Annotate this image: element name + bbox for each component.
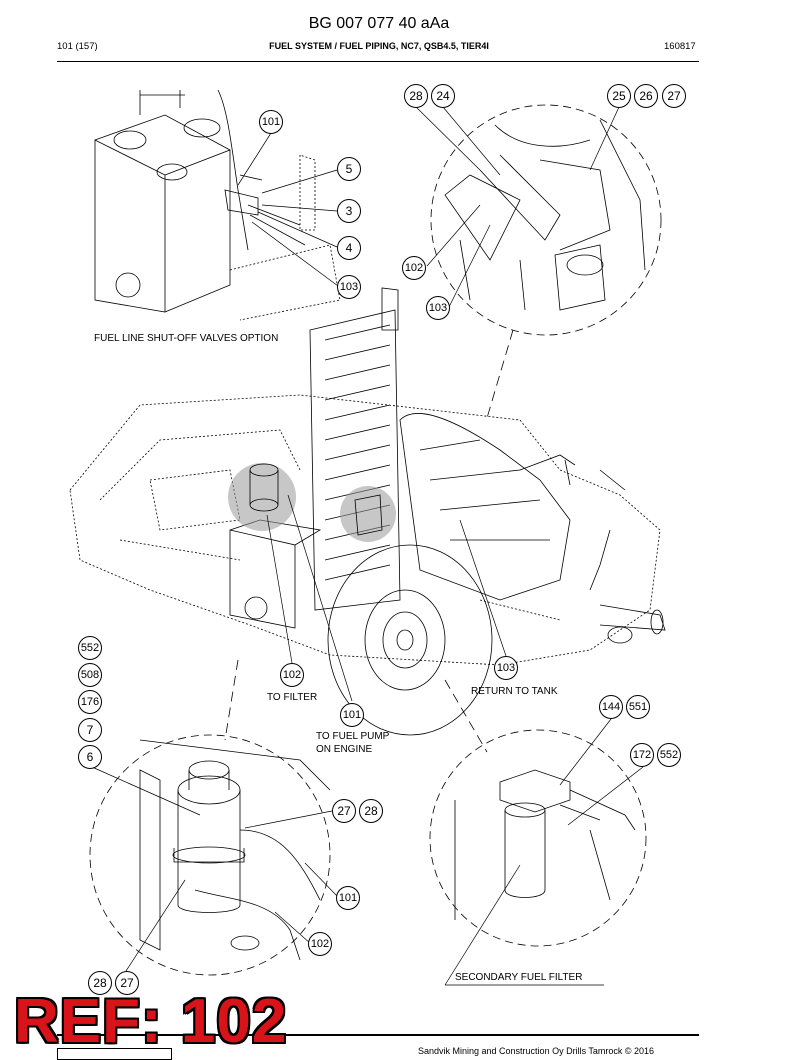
tank-shutoff-detail	[94, 89, 341, 321]
callout-4: 4	[337, 236, 361, 260]
callout-101: 101	[340, 703, 364, 727]
header-rule	[57, 61, 699, 62]
callout-28: 28	[404, 84, 428, 108]
page-title: FUEL SYSTEM / FUEL PIPING, NC7, QSB4.5, …	[269, 41, 489, 51]
callout-28: 28	[359, 799, 383, 823]
callout-103: 103	[494, 656, 518, 680]
shutoff-option-label: FUEL LINE SHUT-OFF VALVES OPTION	[94, 333, 279, 344]
callout-103: 103	[426, 296, 450, 320]
engine-detail-circle	[430, 104, 662, 419]
secondary-filter-detail	[429, 679, 647, 947]
callout-27: 27	[332, 799, 356, 823]
reference-overlay: REF: 102	[14, 987, 288, 1056]
leader-lines	[91, 106, 644, 986]
return-to-tank-label: RETURN TO TANK	[471, 686, 558, 697]
footer-rule	[57, 1034, 699, 1036]
callout-552: 552	[657, 743, 681, 767]
callout-26: 26	[634, 84, 658, 108]
callout-25: 25	[607, 84, 631, 108]
revision-date: 160817	[664, 41, 696, 52]
callout-103: 103	[337, 275, 361, 299]
callout-551: 551	[626, 695, 650, 719]
machine-body	[229, 287, 666, 644]
wheel	[327, 544, 493, 736]
callout-27: 27	[662, 84, 686, 108]
callout-144: 144	[599, 695, 623, 719]
to-fuel-pump-label: TO FUEL PUMP	[316, 731, 390, 742]
callout-27: 27	[115, 971, 139, 995]
callout-102: 102	[402, 256, 426, 280]
callout-24: 24	[431, 84, 455, 108]
page-number: 101 (157)	[57, 41, 98, 52]
on-engine-label: ON ENGINE	[316, 744, 373, 755]
to-filter-label: TO FILTER	[267, 692, 318, 703]
callout-101: 101	[259, 110, 283, 134]
secondary-fuel-filter-label: SECONDARY FUEL FILTER	[455, 972, 583, 983]
callout-172: 172	[630, 743, 654, 767]
machine-chassis	[69, 394, 661, 666]
callout-508: 508	[78, 663, 102, 687]
callout-176: 176	[78, 690, 102, 714]
callout-5: 5	[337, 157, 361, 181]
document-id: BG 007 077 40 aAa	[308, 15, 450, 32]
callout-6: 6	[78, 745, 102, 769]
filter-in-main	[249, 463, 383, 536]
fuel-filter-detail	[89, 659, 331, 976]
callout-102: 102	[280, 663, 304, 687]
footer-copyright: Sandvik Mining and Construction Oy Drill…	[418, 1046, 655, 1056]
callout-102: 102	[308, 932, 332, 956]
callout-28: 28	[88, 971, 112, 995]
callout-3: 3	[337, 199, 361, 223]
callout-7: 7	[78, 718, 102, 742]
callout-101: 101	[336, 886, 360, 910]
callout-552: 552	[78, 636, 102, 660]
highlight-circles	[228, 463, 396, 542]
